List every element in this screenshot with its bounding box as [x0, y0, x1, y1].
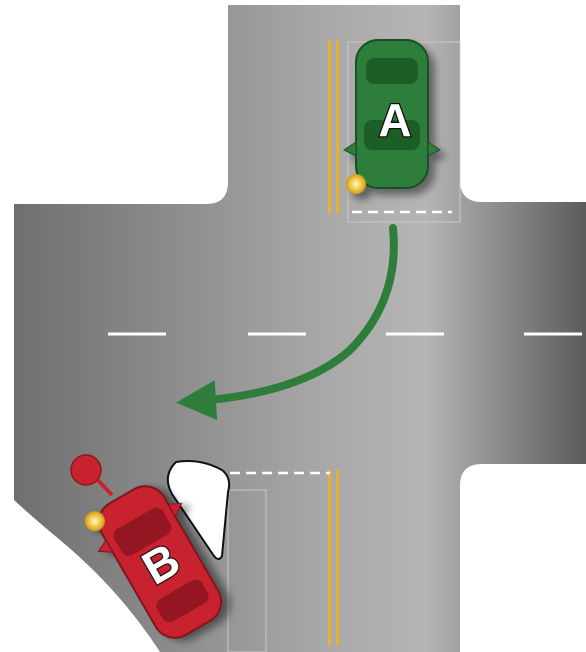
car-b: B	[84, 485, 223, 639]
car-b-mirror-right	[167, 502, 183, 518]
car-a-label: A	[378, 94, 411, 146]
lane-markings	[108, 40, 582, 652]
car-b-turn-signal-icon	[84, 511, 105, 532]
car-a: A	[343, 39, 441, 194]
center-line-bottom-right	[336, 470, 339, 646]
stop-sign-head	[70, 454, 102, 486]
car-a-mirror-left	[343, 141, 357, 157]
stop-sign	[70, 454, 114, 497]
traffic-island	[166, 460, 231, 560]
intersection-asphalt	[14, 5, 586, 652]
car-a-rear-window	[366, 58, 418, 84]
car-a-mirror-right	[427, 141, 441, 157]
car-b-mirror-left	[97, 539, 114, 553]
car-b-windshield	[113, 507, 172, 556]
car-a-turn-signal-icon	[346, 174, 366, 194]
center-line-top-right	[336, 40, 339, 214]
turn-path-arrow	[176, 224, 398, 421]
road-surface	[14, 5, 586, 652]
car-b-rear-window	[156, 579, 209, 623]
car-a-windshield	[364, 120, 420, 150]
center-line-bottom-left	[328, 470, 331, 646]
lane-box-bottom	[227, 489, 267, 652]
center-line-top-left	[328, 40, 331, 214]
